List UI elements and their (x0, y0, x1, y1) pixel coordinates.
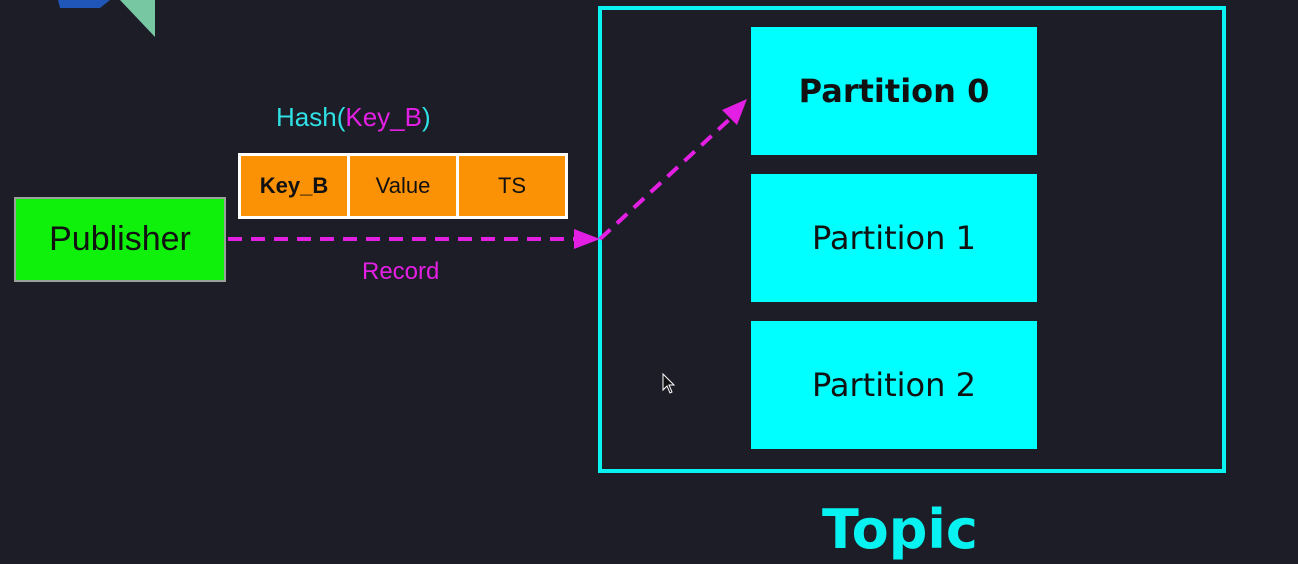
partition-2: Partition 2 (751, 321, 1037, 449)
record-key-cell: Key_B (241, 156, 347, 216)
record-arrow-label: Record (362, 258, 440, 285)
topic-label: Topic (822, 498, 978, 561)
logo (58, 0, 155, 37)
hash-key-name: Key_B (345, 102, 422, 132)
mouse-cursor-icon (662, 373, 676, 394)
publisher-box: Publisher (14, 197, 226, 282)
record-structure: Key_B Value TS (238, 153, 568, 219)
hash-function-label: Hash(Key_B) (276, 101, 431, 133)
hash-function-name: Hash( (276, 102, 346, 132)
hash-close-paren: ) (421, 102, 431, 132)
record-value-cell: Value (350, 156, 456, 216)
partition-0: Partition 0 (751, 27, 1037, 155)
record-timestamp-cell: TS (459, 156, 565, 216)
publisher-arrowhead (574, 229, 600, 249)
partition-1: Partition 1 (751, 174, 1037, 302)
